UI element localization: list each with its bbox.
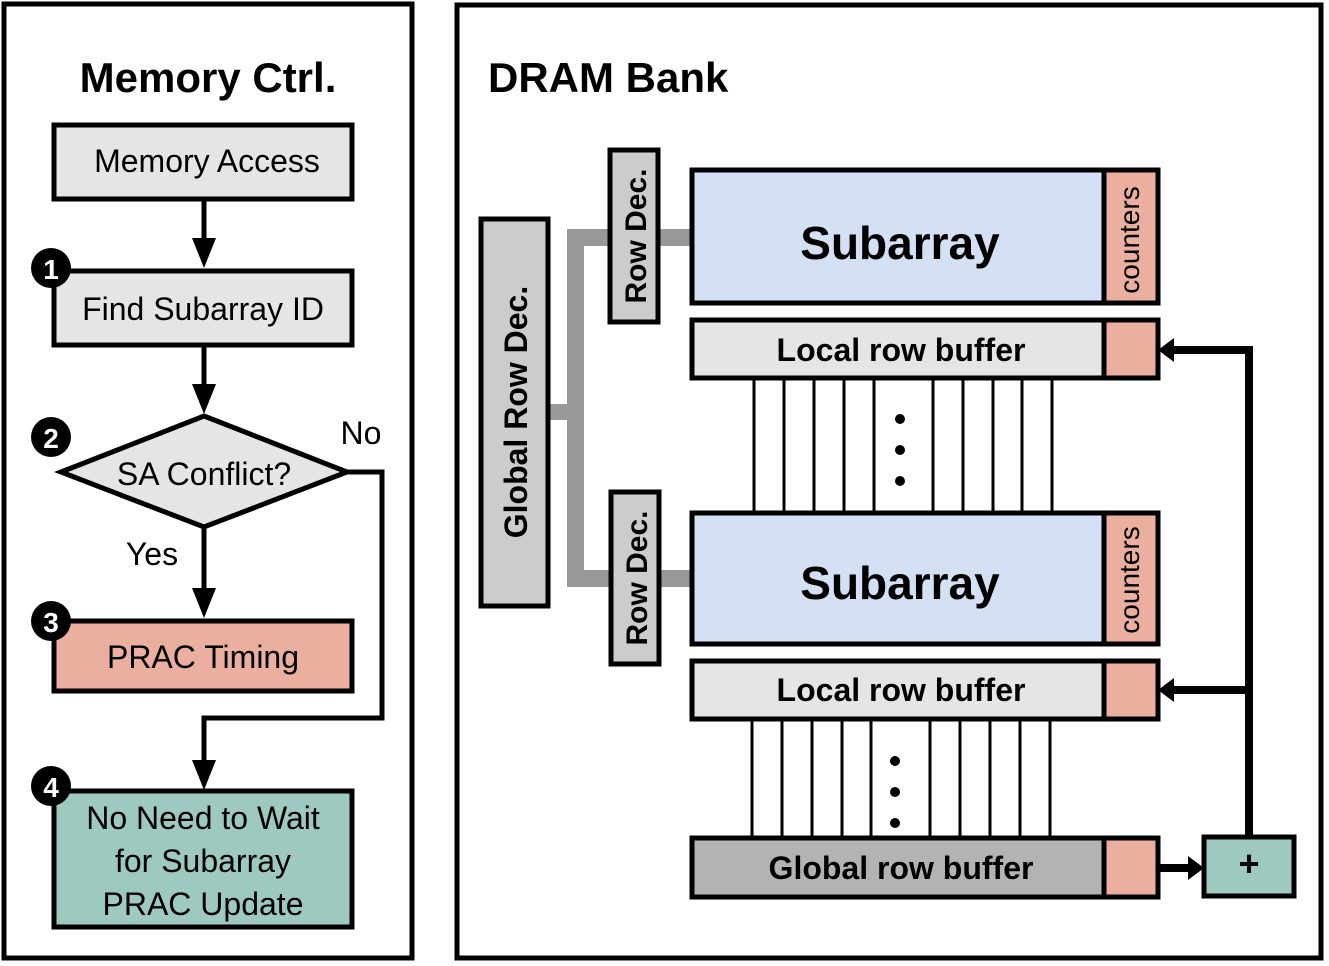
step-badge-4-number: 4 <box>43 772 59 803</box>
global-row-buffer-label: Global row buffer <box>769 850 1034 886</box>
decoder-wiring <box>548 229 692 587</box>
global-row-buffer <box>689 835 1107 900</box>
subarray-bottom <box>689 510 1107 647</box>
local-row-buffer-bottom-label: Local row buffer <box>777 672 1026 708</box>
dram-bank-title: DRAM Bank <box>488 54 729 101</box>
no-path-line <box>201 469 385 782</box>
local-row-buffer-top-label: Local row buffer <box>777 332 1026 368</box>
no-need-to-wait-box <box>51 788 355 930</box>
counters-bottom <box>1101 510 1161 647</box>
arrowhead-icon <box>192 588 216 618</box>
row-decoder-top-label: Row Dec. <box>620 168 653 303</box>
no-wait-line-1: No Need to Wait <box>86 800 320 836</box>
memory-controller-panel: Memory Ctrl. Memory Access Find Subarray… <box>1 1 415 961</box>
step-badge-2-number: 2 <box>43 423 59 454</box>
prac-timing-box <box>51 618 355 694</box>
step-badge-1 <box>31 248 71 288</box>
adder-plus-icon: + <box>1238 843 1259 884</box>
arrowhead-icon <box>1188 856 1204 880</box>
dram-bank-panel: DRAM Bank Global Row Dec. Row Dec. Row D… <box>454 2 1324 961</box>
global-counter <box>1101 835 1161 900</box>
row-decoder-bottom <box>608 489 662 667</box>
dram-bank-frame <box>454 2 1324 961</box>
no-wait-line-3: PRAC Update <box>103 886 304 922</box>
subarray-bottom-label: Subarray <box>800 557 1000 609</box>
step-badge-2 <box>31 417 71 457</box>
find-subarray-box <box>51 268 355 348</box>
global-row-decoder <box>478 216 551 609</box>
local-counter-bottom <box>1101 658 1161 722</box>
step-badge-3 <box>31 601 71 641</box>
arrowhead-icon <box>1158 678 1174 702</box>
global-row-decoder-label: Global Row Dec. <box>498 286 534 538</box>
ellipsis-bottom-icon <box>890 756 900 828</box>
local-counter-top <box>1101 317 1161 381</box>
step-badge-1-number: 1 <box>43 254 59 285</box>
step-badge-4 <box>31 766 71 806</box>
bitlines-bottom <box>750 719 1052 838</box>
arrowhead-icon <box>192 238 216 268</box>
memory-access-label: Memory Access <box>94 143 320 179</box>
arrowhead-icon <box>192 384 216 414</box>
counters-top <box>1101 167 1161 306</box>
yes-edge-label: Yes <box>126 536 178 572</box>
row-decoder-top <box>607 147 661 325</box>
ellipsis-top-icon <box>895 414 905 486</box>
no-wait-line-2: for Subarray <box>115 843 291 879</box>
prac-timing-label: PRAC Timing <box>107 639 299 675</box>
memory-controller-title: Memory Ctrl. <box>80 54 337 101</box>
local-row-buffer-top <box>689 317 1107 381</box>
no-edge-label: No <box>341 415 382 451</box>
subarray-top-label: Subarray <box>800 217 1000 269</box>
arrowhead-icon <box>192 760 216 790</box>
feedback-line-top <box>1170 346 1253 837</box>
bitlines-top <box>752 378 1054 512</box>
row-decoder-bottom-label: Row Dec. <box>621 510 654 645</box>
step-badge-3-number: 3 <box>43 607 59 638</box>
sa-conflict-label: SA Conflict? <box>117 456 291 492</box>
adder-box <box>1201 834 1297 899</box>
counters-top-label: counters <box>1114 186 1145 293</box>
find-subarray-label: Find Subarray ID <box>82 291 324 327</box>
arrowhead-icon <box>1158 338 1174 362</box>
counters-bottom-label: counters <box>1114 526 1145 633</box>
